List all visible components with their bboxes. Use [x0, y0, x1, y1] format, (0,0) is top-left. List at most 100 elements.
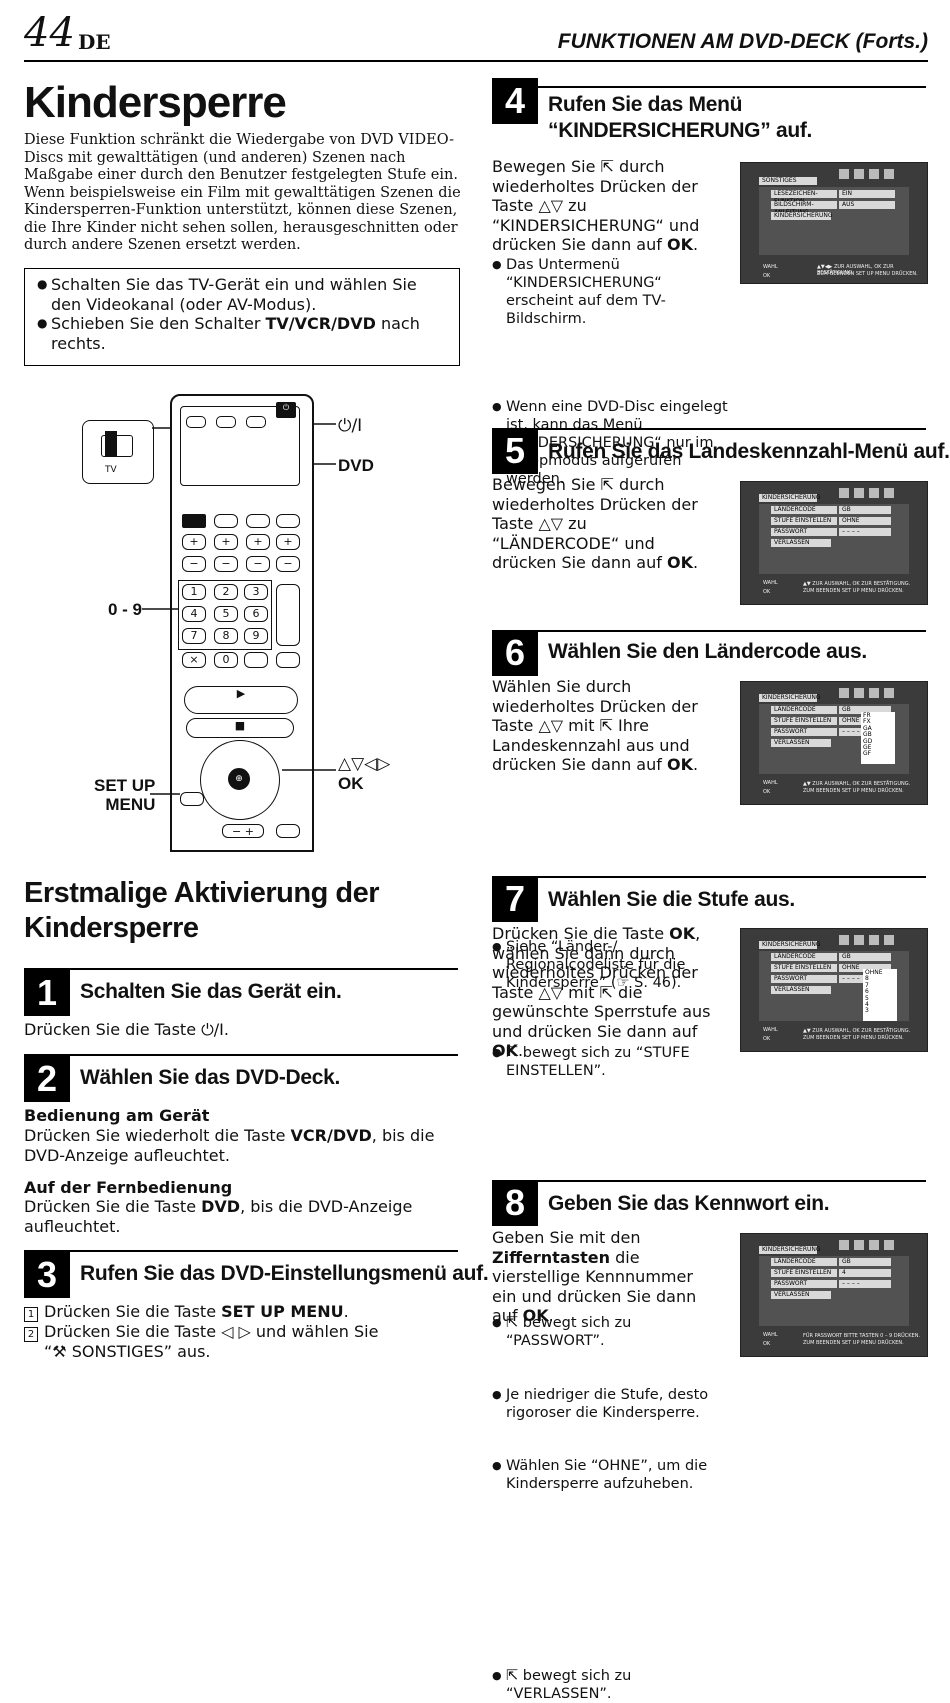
s7-foot-1: ▲▼ ZUR AUSWAHL, OK ZUR BESTÄTIGUNG.	[803, 1028, 911, 1034]
digits-callout-line	[142, 608, 178, 610]
step-6-bullet-2: ⇱ bewegt sich zu “STUFE EINSTELLEN”.	[492, 1044, 732, 1080]
s7-row-2: STUFE EINSTELLEN	[771, 964, 837, 972]
s5-value-3: – – – –	[839, 528, 891, 536]
step-4-bullet-2: Wenn eine DVD-Disc eingelegt ist, kann d…	[492, 398, 728, 488]
s8-foot-2: ZUM BEENDEN SET UP MENU DRÜCKEN.	[803, 1340, 904, 1346]
s6-foot-2: ZUM BEENDEN SET UP MENU DRÜCKEN.	[803, 788, 904, 794]
step-6-rule	[492, 630, 926, 632]
step-2-sub-2: Auf der Fernbedienung	[24, 1178, 233, 1197]
step-3-number: 3	[24, 1252, 70, 1298]
s6-foot-label-2: OK	[763, 789, 771, 795]
step-7-rule	[492, 876, 926, 878]
step-8-title: Geben Sie das Kennwort ein.	[548, 1192, 830, 1215]
subheading: Erstmalige Aktivierung der Kindersperre	[24, 877, 379, 944]
s7-row-1: LÄNDERCODE	[771, 953, 837, 961]
s7-value-1: GB	[839, 953, 891, 961]
screen-step-6: KINDERSICHERUNG LÄNDERCODE GB STUFE EINS…	[740, 681, 928, 805]
digits-label: 0 - 9	[108, 600, 143, 619]
s5-value-2: OHNE	[839, 517, 891, 525]
s5-foot-label-2: OK	[763, 589, 771, 595]
preparation-box: Schalten Sie das TV-Gerät ein und wählen…	[24, 268, 460, 366]
s6-foot-1: ▲▼ ZUR AUSWAHL, OK ZUR BESTÄTIGUNG.	[803, 781, 911, 787]
step-7-bullet-2: Je niedriger die Stufe, desto rigoroser …	[492, 1386, 728, 1422]
step-3-rule	[24, 1250, 458, 1252]
s4-menu: SONSTIGES	[759, 177, 817, 185]
header-rule	[24, 60, 928, 62]
s8-row-4: VERLASSEN	[771, 1291, 831, 1299]
step-6-number: 6	[492, 630, 538, 676]
s6-value-1: GB	[839, 706, 891, 714]
s7-row-4: VERLASSEN	[771, 986, 831, 994]
s7-row-3: PASSWORT	[771, 975, 837, 983]
s6-row-4: VERLASSEN	[771, 739, 831, 747]
step-6-title: Wählen Sie den Ländercode aus.	[548, 640, 867, 663]
step-1-text: Drücken Sie die Taste ⏻/I.	[24, 1020, 229, 1039]
s8-row-3: PASSWORT	[771, 1280, 837, 1288]
s7-foot-label-1: WAHL	[763, 1027, 778, 1033]
s6-row-3: PASSWORT	[771, 728, 837, 736]
step-3-line-2b: “⚒ SONSTIGES” aus.	[44, 1342, 211, 1361]
step-7-title: Wählen Sie die Stufe aus.	[548, 888, 795, 911]
s4-row-2: BILDSCHIRM-ANLEITUNG	[771, 201, 837, 216]
s5-row-4: VERLASSEN	[771, 539, 831, 547]
prep-item-1: Schalten Sie das TV-Gerät ein und wählen…	[37, 275, 449, 314]
s4-row-1: LESEZEICHEN-FUNKTION	[771, 190, 837, 205]
step-4-rule	[492, 86, 926, 88]
s4-row-3: KINDERSICHERUNG	[771, 212, 833, 220]
step-4-number: 4	[492, 78, 538, 124]
s5-row-2: STUFE EINSTELLEN	[771, 517, 837, 525]
step-1-title: Schalten Sie das Gerät ein.	[80, 980, 342, 1003]
s5-row-1: LÄNDERCODE	[771, 506, 837, 514]
step-5-number: 5	[492, 428, 538, 474]
s8-foot-1: FÜR PASSWORT BITTE TASTEN 0 – 9 DRÜCKEN.	[803, 1333, 921, 1339]
s5-row-3: PASSWORT	[771, 528, 837, 536]
step-8-number: 8	[492, 1180, 538, 1226]
step-7-bullet-1: ⇱ bewegt sich zu “PASSWORT”.	[492, 1314, 728, 1350]
language-code: DE	[78, 30, 111, 54]
s7-foot-label-2: OK	[763, 1036, 771, 1042]
s5-foot-label-1: WAHL	[763, 580, 778, 586]
step-8-bullet-1: ⇱ bewegt sich zu “VERLASSEN”.	[492, 1667, 728, 1703]
screen-step-4: SONSTIGES LESEZEICHEN-FUNKTION EIN BILDS…	[740, 162, 928, 284]
step-6-bullet-1: Siehe “Länder-/ Regionalcodeliste für di…	[492, 938, 732, 992]
s7-menu: KINDERSICHERUNG	[759, 941, 821, 949]
s4-foot-label-1: WAHL	[763, 264, 778, 270]
step-2-sub-1: Bedienung am Gerät	[24, 1106, 210, 1125]
ok-label: OK	[338, 774, 364, 793]
s4-value-2: AUS	[839, 201, 895, 209]
step-5-text: Bewegen Sie ⇱ durch wiederholtes Drücken…	[492, 475, 699, 572]
tv-switch-callout: TV	[82, 420, 154, 484]
screen-step-7: KINDERSICHERUNG LÄNDERCODE GB STUFE EINS…	[740, 928, 928, 1052]
step-7-number: 7	[492, 876, 538, 922]
s8-value-2: 4	[839, 1269, 891, 1277]
step-3-title: Rufen Sie das DVD-Einstellungsmenü auf.	[80, 1262, 489, 1285]
remote-control: ⏻ + + + + − − − − 1 2 3 4 5 6 7 8 9 × 0 …	[170, 394, 314, 852]
arrow-keys-label: △▽◁▷	[338, 754, 391, 774]
step-2-title: Wählen Sie das DVD-Deck.	[80, 1066, 341, 1089]
step-4-text: Bewegen Sie ⇱ durch wiederholtes Drücken…	[492, 157, 700, 254]
step-8-text: Geben Sie mit den Zifferntasten die vier…	[492, 1228, 697, 1325]
step-4-bullet-1: Das Untermenü “KINDERSICHERUNG“ erschein…	[492, 256, 728, 328]
step-1-rule	[24, 968, 458, 970]
page-title: Kindersperre	[24, 78, 287, 127]
s6-row-2: STUFE EINSTELLEN	[771, 717, 837, 725]
s4-foot-2: ZUM BEENDEN SET UP MENU DRÜCKEN.	[817, 271, 918, 277]
s5-foot-1: ▲▼ ZUR AUSWAHL, OK ZUR BESTÄTIGUNG.	[803, 581, 911, 587]
step-8-rule	[492, 1180, 926, 1182]
s5-value-1: GB	[839, 506, 891, 514]
intro-paragraph: Diese Funktion schränkt die Wiedergabe v…	[24, 132, 461, 253]
step-5-rule	[492, 428, 926, 430]
step-7-bullet-3: Wählen Sie “OHNE”, um die Kindersperre a…	[492, 1457, 728, 1493]
setup-callout-line	[150, 793, 180, 795]
s6-menu: KINDERSICHERUNG	[759, 694, 821, 702]
screen-step-8: KINDERSICHERUNG LÄNDERCODE GB STUFE EINS…	[740, 1233, 928, 1357]
s8-foot-label-1: WAHL	[763, 1332, 778, 1338]
s8-menu: KINDERSICHERUNG	[759, 1246, 821, 1254]
setup-menu-label: SET UP MENU	[94, 776, 156, 814]
s8-foot-label-2: OK	[763, 1341, 771, 1347]
s4-foot-label-2: OK	[763, 273, 771, 279]
s8-value-3: – – – –	[839, 1280, 891, 1288]
